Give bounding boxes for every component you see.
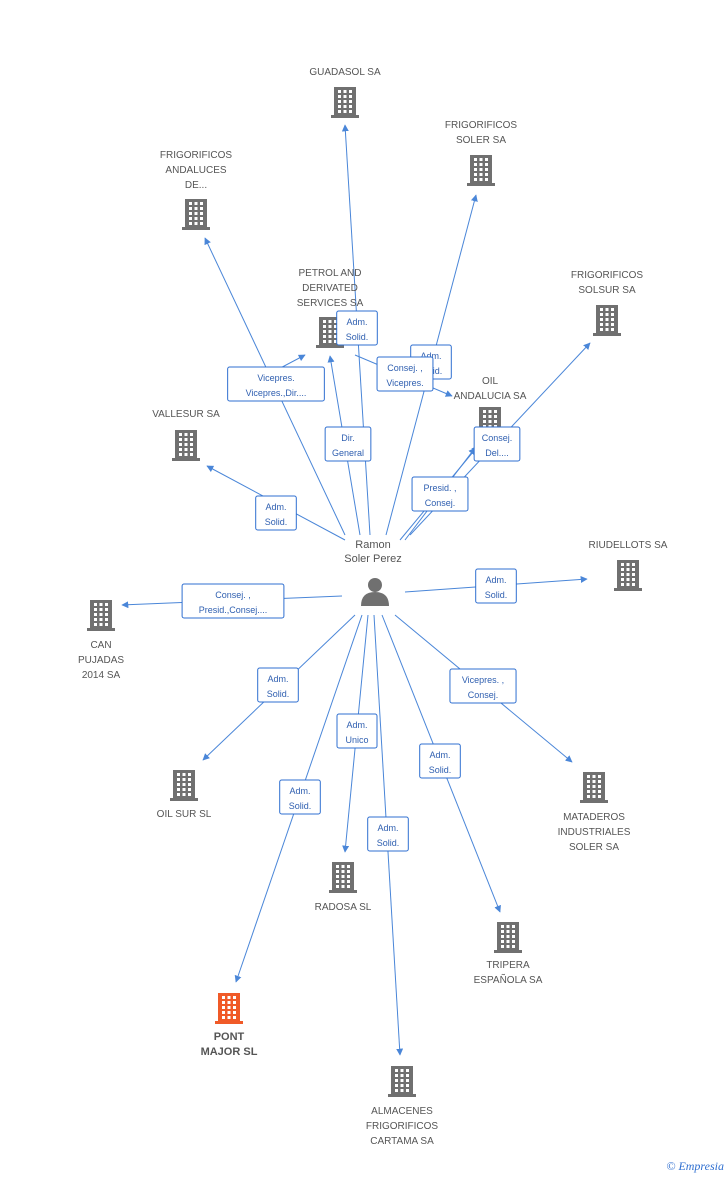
svg-text:Consej. ,Vicepres.: Consej. ,Vicepres. — [386, 363, 423, 388]
building-icon[interactable] — [331, 87, 359, 118]
svg-text:Consej.Del....: Consej.Del.... — [482, 433, 513, 458]
person-icon[interactable] — [361, 578, 389, 606]
relation-label-can_pujadas[interactable]: Consej. ,Presid.,Consej.... — [181, 583, 285, 619]
building-icon[interactable] — [182, 199, 210, 230]
relation-label-oil_andalucia[interactable]: Consej. ,Vicepres. — [376, 356, 434, 392]
relation-label-mataderos[interactable]: Vicepres. ,Consej. — [449, 668, 517, 704]
copyright-symbol: © — [666, 1159, 676, 1173]
relation-label-petrol[interactable]: Dir.General — [324, 426, 372, 462]
building-icon[interactable] — [494, 922, 522, 953]
svg-text:Dir.General: Dir.General — [332, 433, 364, 458]
company-label-vallesur[interactable]: VALLESUR SA — [152, 409, 220, 420]
relation-label-oil_sur[interactable]: Adm.Solid. — [257, 667, 299, 703]
svg-text:Adm.Solid.: Adm.Solid. — [485, 575, 508, 600]
svg-text:Presid. ,Consej.: Presid. ,Consej. — [423, 483, 456, 508]
relation-label-riudellots[interactable]: Adm.Solid. — [475, 568, 517, 604]
relation-label-guadasol[interactable]: Adm.Solid. — [336, 310, 378, 346]
relation-label-radosa[interactable]: Adm.Unico — [336, 713, 378, 749]
building-icon[interactable] — [467, 155, 495, 186]
company-label-riudellots[interactable]: RIUDELLOTS SA — [589, 540, 668, 551]
brand-mark[interactable]: © Empresia — [666, 1159, 724, 1174]
company-label-radosa[interactable]: RADOSA SL — [315, 902, 372, 913]
building-icon[interactable] — [580, 772, 608, 803]
company-label-oil_sur[interactable]: OIL SUR SL — [157, 809, 212, 820]
svg-text:Adm.Solid.: Adm.Solid. — [289, 786, 312, 811]
building-icon[interactable] — [593, 305, 621, 336]
relation-label-vallesur[interactable]: Adm.Solid. — [255, 495, 297, 531]
building-icon[interactable] — [172, 430, 200, 461]
svg-text:Adm.Solid.: Adm.Solid. — [377, 823, 400, 848]
building-icon[interactable] — [170, 770, 198, 801]
relation-label-pont_major[interactable]: Adm.Solid. — [279, 779, 321, 815]
relation-label-tripera[interactable]: Adm.Solid. — [419, 743, 461, 779]
company-label-guadasol[interactable]: GUADASOL SA — [309, 67, 381, 78]
building-icon[interactable] — [329, 862, 357, 893]
relation-label-oil_andalucia_2[interactable]: Presid. ,Consej. — [411, 476, 469, 512]
relation-label-frig_solsur[interactable]: Consej.Del.... — [473, 426, 521, 462]
svg-text:Adm.Solid.: Adm.Solid. — [267, 674, 290, 699]
svg-text:Adm.Solid.: Adm.Solid. — [346, 317, 369, 342]
svg-text:Consej. ,Presid.,Consej....: Consej. ,Presid.,Consej.... — [199, 590, 268, 615]
svg-text:Vicepres. ,Consej.: Vicepres. ,Consej. — [462, 675, 504, 700]
building-icon[interactable] — [316, 317, 344, 348]
svg-text:Vicepres.Vicepres.,Dir....: Vicepres.Vicepres.,Dir.... — [246, 373, 307, 398]
building-icon[interactable] — [87, 600, 115, 631]
building-icon[interactable] — [215, 993, 243, 1024]
building-icon[interactable] — [614, 560, 642, 591]
relation-label-frig_andaluces[interactable]: Vicepres.Vicepres.,Dir.... — [227, 366, 325, 402]
brand-name: Empresia — [678, 1159, 724, 1173]
svg-text:Adm.Unico: Adm.Unico — [345, 720, 368, 745]
svg-text:Adm.Solid.: Adm.Solid. — [265, 502, 288, 527]
svg-text:Adm.Solid.: Adm.Solid. — [429, 750, 452, 775]
edge-labels-layer: Adm.Solid. Adm.Solid. Vicepres.Vicepres.,D… — [181, 310, 521, 852]
relation-label-almacenes[interactable]: Adm.Solid. — [367, 816, 409, 852]
building-icon[interactable] — [388, 1066, 416, 1097]
